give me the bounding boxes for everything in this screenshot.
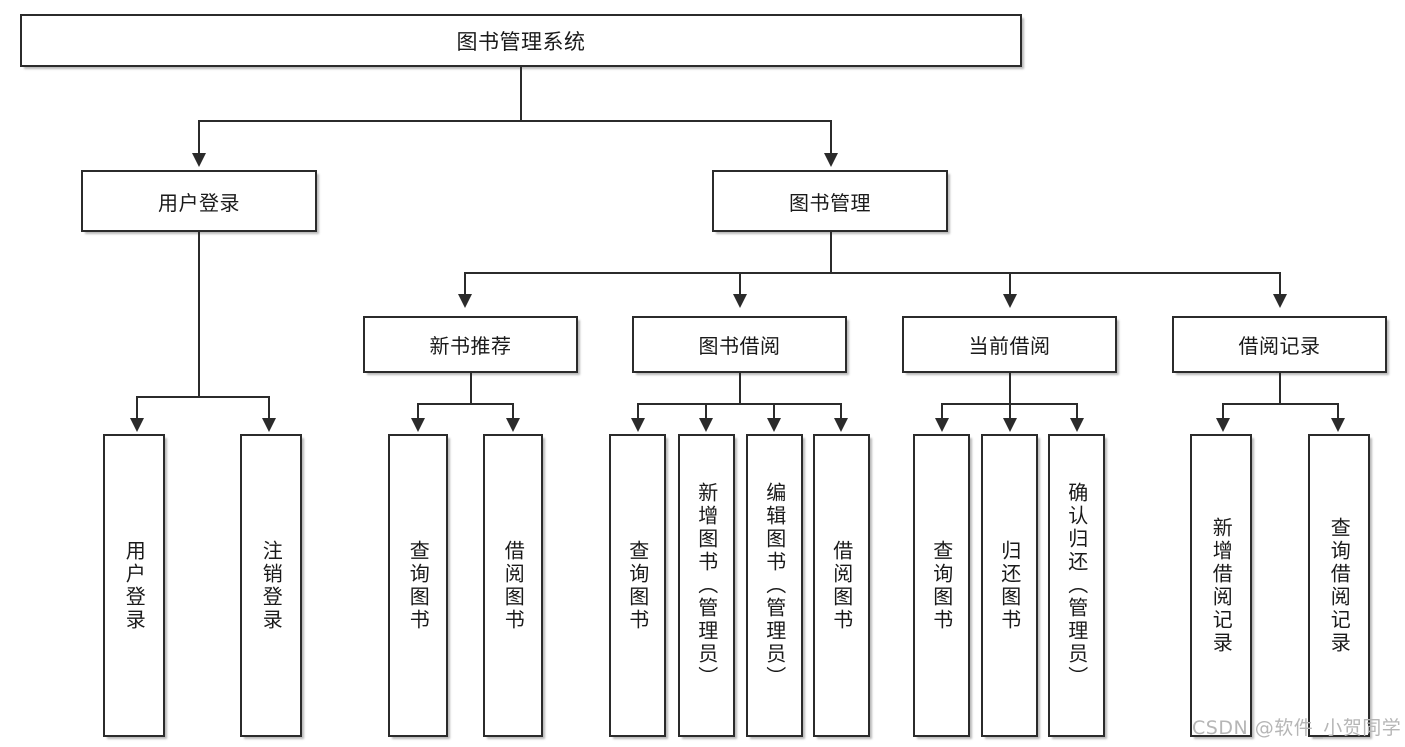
- node-label: 借阅记录: [1238, 334, 1321, 358]
- leaf-edit-book-admin[interactable]: 编辑图书（管理员）: [746, 434, 803, 737]
- edge-borrow-record-leaf-1: [1222, 403, 1224, 422]
- edge-user-login-leaf-2: [268, 396, 270, 422]
- node-label: 编辑图书（管理员）: [762, 482, 787, 689]
- edge-book-borrow-trunk: [739, 373, 741, 405]
- edge-borrow-record-leaf-bus: [1222, 403, 1338, 405]
- node-label: 新增借阅记录: [1209, 516, 1234, 655]
- edge-current-borrow-leaf-2: [1009, 403, 1011, 422]
- edge-new-book-leaf-1: [417, 403, 419, 422]
- edge-current-borrow-leaf-3: [1076, 403, 1078, 422]
- node-borrow-record[interactable]: 借阅记录: [1172, 316, 1387, 373]
- node-label: 用户登录: [122, 539, 147, 632]
- leaf-query-book-current[interactable]: 查询图书: [913, 434, 970, 737]
- arrowhead-current-borrow: [1003, 294, 1017, 308]
- edge-current-borrow-trunk: [1009, 373, 1011, 405]
- node-label: 图书管理系统: [456, 29, 586, 54]
- edge-level2-bus: [198, 120, 832, 122]
- edge-root-trunk: [520, 67, 522, 121]
- node-book-management[interactable]: 图书管理: [712, 170, 948, 232]
- arrowhead-borrow-record: [1273, 294, 1287, 308]
- edge-book-borrow-leaf-4: [840, 403, 842, 422]
- node-label: 借阅图书: [829, 539, 854, 632]
- leaf-logout[interactable]: 注销登录: [240, 434, 302, 737]
- edge-to-book-management: [830, 120, 832, 155]
- arrowhead-book-borrow: [733, 294, 747, 308]
- edge-to-borrow-record: [1279, 272, 1281, 298]
- node-label: 借阅图书: [501, 539, 526, 632]
- node-label: 新书推荐: [429, 334, 512, 358]
- arrowhead-leaf-borrow-book-1: [506, 418, 520, 432]
- node-current-borrow[interactable]: 当前借阅: [902, 316, 1117, 373]
- edge-user-login-leaf-1: [136, 396, 138, 422]
- node-label: 查询图书: [929, 539, 954, 632]
- node-label: 查询借阅记录: [1327, 516, 1352, 655]
- leaf-query-book-borrow[interactable]: 查询图书: [609, 434, 666, 737]
- leaf-query-borrow-record[interactable]: 查询借阅记录: [1308, 434, 1370, 737]
- arrowhead-leaf-query-record: [1331, 418, 1345, 432]
- node-label: 图书借阅: [698, 334, 781, 358]
- edge-new-book-trunk: [470, 373, 472, 405]
- leaf-borrow-book-recommend[interactable]: 借阅图书: [483, 434, 543, 737]
- arrowhead-leaf-logout: [262, 418, 276, 432]
- arrowhead-leaf-add-book: [699, 418, 713, 432]
- leaf-borrow-book[interactable]: 借阅图书: [813, 434, 870, 737]
- edge-level3-bus: [464, 272, 1280, 274]
- node-book-borrow[interactable]: 图书借阅: [632, 316, 847, 373]
- node-label: 查询图书: [625, 539, 650, 632]
- node-label: 新增图书（管理员）: [694, 482, 719, 689]
- arrowhead-leaf-query-book-2: [631, 418, 645, 432]
- arrowhead-user-login: [192, 153, 206, 167]
- leaf-user-login[interactable]: 用户登录: [103, 434, 165, 737]
- arrowhead-leaf-return-book: [1003, 418, 1017, 432]
- arrowhead-new-book-recommend: [458, 294, 472, 308]
- leaf-add-borrow-record[interactable]: 新增借阅记录: [1190, 434, 1252, 737]
- arrowhead-leaf-borrow-book-2: [834, 418, 848, 432]
- node-label: 图书管理: [789, 190, 871, 215]
- edge-to-new-book-recommend: [464, 272, 466, 298]
- edge-borrow-record-leaf-2: [1337, 403, 1339, 422]
- arrowhead-leaf-query-book-1: [411, 418, 425, 432]
- edge-user-login-leaf-bus: [136, 396, 270, 398]
- edge-to-user-login: [198, 120, 200, 155]
- edge-book-borrow-leaf-1: [637, 403, 639, 422]
- edge-book-borrow-leaf-bus: [637, 403, 842, 405]
- leaf-add-book-admin[interactable]: 新增图书（管理员）: [678, 434, 735, 737]
- node-label: 归还图书: [997, 539, 1022, 632]
- node-label: 用户登录: [158, 190, 240, 215]
- edge-book-borrow-leaf-2: [705, 403, 707, 422]
- edge-new-book-leaf-2: [512, 403, 514, 422]
- leaf-confirm-return-admin[interactable]: 确认归还（管理员）: [1048, 434, 1105, 737]
- node-user-login[interactable]: 用户登录: [81, 170, 317, 232]
- arrowhead-leaf-query-book-3: [935, 418, 949, 432]
- edge-user-login-trunk: [198, 232, 200, 398]
- node-root-book-management-system[interactable]: 图书管理系统: [20, 14, 1022, 67]
- edge-to-book-borrow: [739, 272, 741, 298]
- node-label: 当前借阅: [968, 334, 1051, 358]
- node-label: 确认归还（管理员）: [1064, 482, 1089, 689]
- edge-current-borrow-leaf-1: [941, 403, 943, 422]
- edge-book-management-trunk: [830, 232, 832, 274]
- node-new-book-recommend[interactable]: 新书推荐: [363, 316, 578, 373]
- leaf-return-book[interactable]: 归还图书: [981, 434, 1038, 737]
- edge-to-current-borrow: [1009, 272, 1011, 298]
- edge-book-borrow-leaf-3: [773, 403, 775, 422]
- arrowhead-leaf-user-login: [130, 418, 144, 432]
- arrowhead-leaf-confirm-return: [1070, 418, 1084, 432]
- edge-borrow-record-trunk: [1279, 373, 1281, 405]
- node-label: 注销登录: [259, 539, 284, 632]
- node-label: 查询图书: [406, 539, 431, 632]
- edge-new-book-leaf-bus: [417, 403, 513, 405]
- arrowhead-leaf-add-record: [1216, 418, 1230, 432]
- arrowhead-leaf-edit-book: [767, 418, 781, 432]
- leaf-query-book-recommend[interactable]: 查询图书: [388, 434, 448, 737]
- arrowhead-book-management: [824, 153, 838, 167]
